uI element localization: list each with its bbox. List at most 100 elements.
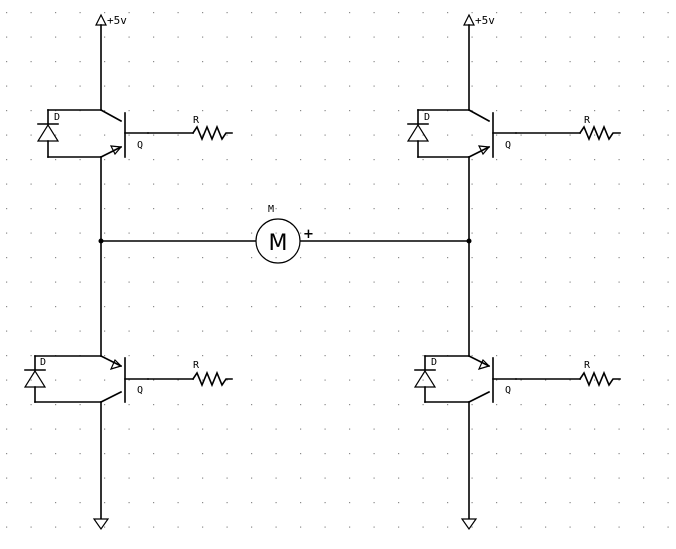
grid-dot <box>349 526 351 528</box>
grid-dot <box>226 404 228 406</box>
grid-dot <box>202 281 204 283</box>
grid-dot <box>349 330 351 332</box>
grid-dot <box>128 85 130 87</box>
grid-dot <box>177 208 179 210</box>
transistor-q3: Q <box>99 240 149 519</box>
grid-dot <box>496 183 498 185</box>
grid-dot <box>226 477 228 479</box>
grid-dot <box>422 453 424 455</box>
grid-dot <box>177 355 179 357</box>
grid-dot <box>471 232 473 234</box>
grid-dot <box>128 12 130 14</box>
grid-dot <box>153 183 155 185</box>
grid-dot <box>275 404 277 406</box>
grid-dot <box>569 159 571 161</box>
grid-dot <box>251 85 253 87</box>
grid-dot <box>373 453 375 455</box>
grid-dot <box>569 85 571 87</box>
grid-dot <box>667 159 669 161</box>
grid-dot <box>349 134 351 136</box>
grid-dot <box>300 159 302 161</box>
grid-dot <box>79 85 81 87</box>
grid-dot <box>667 12 669 14</box>
grid-dot <box>104 159 106 161</box>
grid-dot <box>324 526 326 528</box>
grid-dot <box>422 85 424 87</box>
grid-dot <box>6 281 8 283</box>
ground-right <box>460 518 478 531</box>
grid-dot <box>618 477 620 479</box>
d3-label: D <box>40 357 46 368</box>
grid-dot <box>520 477 522 479</box>
grid-dot <box>324 183 326 185</box>
grid-dot <box>373 183 375 185</box>
grid-dot <box>251 12 253 14</box>
grid-dot <box>300 526 302 528</box>
grid-dot <box>545 477 547 479</box>
grid-dot <box>6 526 8 528</box>
grid-dot <box>275 232 277 234</box>
grid-dot <box>471 12 473 14</box>
grid-dot <box>104 428 106 430</box>
grid-dot <box>202 502 204 504</box>
grid-dot <box>520 85 522 87</box>
diode-d3: D <box>23 355 102 403</box>
grid-dot <box>226 379 228 381</box>
grid-dot <box>471 355 473 357</box>
grid-dot <box>128 232 130 234</box>
grid-dot <box>373 281 375 283</box>
grid-dot <box>202 453 204 455</box>
supply-label-right: +5v <box>475 14 495 27</box>
grid-dot <box>55 232 57 234</box>
grid-dot <box>153 159 155 161</box>
grid-dot <box>226 526 228 528</box>
grid-dot <box>496 36 498 38</box>
grid-dot <box>79 428 81 430</box>
grid-dot <box>153 428 155 430</box>
grid-dot <box>520 257 522 259</box>
grid-dot <box>398 159 400 161</box>
grid-dot <box>177 526 179 528</box>
grid-dot <box>202 232 204 234</box>
grid-dot <box>324 379 326 381</box>
grid-dot <box>398 330 400 332</box>
grid-dot <box>324 232 326 234</box>
grid-dot <box>520 306 522 308</box>
grid-dot <box>104 12 106 14</box>
grid-dot <box>300 232 302 234</box>
grid-dot <box>275 208 277 210</box>
grid-dot <box>128 502 130 504</box>
grid-dot <box>6 428 8 430</box>
grid-dot <box>422 502 424 504</box>
grid-dot <box>6 306 8 308</box>
grid-dot <box>471 379 473 381</box>
grid-dots <box>6 12 669 528</box>
grid-dot <box>30 404 32 406</box>
grid-dot <box>128 159 130 161</box>
grid-dot <box>55 85 57 87</box>
grid-dot <box>349 453 351 455</box>
grid-dot <box>300 428 302 430</box>
grid-dot <box>545 208 547 210</box>
grid-dot <box>569 379 571 381</box>
grid-dot <box>398 208 400 210</box>
grid-dot <box>79 477 81 479</box>
grid-dot <box>520 134 522 136</box>
grid-dot <box>496 208 498 210</box>
grid-dot <box>30 330 32 332</box>
grid-dot <box>30 232 32 234</box>
grid-dot <box>447 134 449 136</box>
grid-dot <box>79 330 81 332</box>
grid-dot <box>6 232 8 234</box>
grid-dot <box>128 379 130 381</box>
grid-dot <box>373 232 375 234</box>
grid-dot <box>618 453 620 455</box>
grid-dot <box>643 428 645 430</box>
grid-dot <box>520 110 522 112</box>
grid-dot <box>275 61 277 63</box>
q1-label: Q <box>137 140 143 151</box>
grid-dot <box>324 257 326 259</box>
grid-dot <box>545 85 547 87</box>
grid-dot <box>373 134 375 136</box>
grid-dot <box>471 85 473 87</box>
